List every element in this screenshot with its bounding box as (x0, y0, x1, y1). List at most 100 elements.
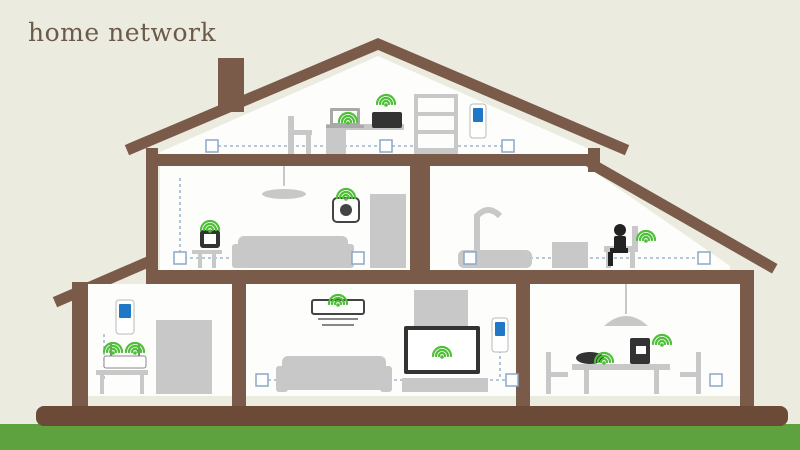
wifi-arc (638, 232, 654, 242)
wall-outlet-icon (697, 251, 711, 265)
wifi-arc (105, 344, 121, 354)
sofa (238, 236, 348, 268)
living-room-bottom (276, 290, 488, 392)
walls (72, 148, 754, 406)
wifi-arc (330, 296, 346, 306)
room-bottom-left-furniture (96, 320, 212, 394)
wifi-arc (102, 341, 124, 354)
kitchen-bottom-right (546, 284, 701, 394)
wifi-dot (133, 351, 137, 355)
wifi-arc (130, 347, 140, 354)
wifi-arc (378, 96, 394, 106)
wifi-dot (346, 121, 350, 125)
wall-outlet-icon (379, 139, 393, 153)
smart-speaker-icon (332, 197, 360, 223)
grass (0, 424, 800, 450)
wifi-icon (593, 351, 615, 365)
wifi-dot (644, 239, 648, 243)
ground-strip (36, 406, 788, 426)
wifi-icon (327, 293, 349, 307)
wifi-icon (375, 93, 397, 107)
page-title: home network (28, 18, 217, 47)
wifi-icon (431, 345, 453, 359)
wifi-dot (111, 351, 115, 355)
wifi-dot (384, 103, 388, 107)
wifi-arc (327, 293, 349, 306)
wall-outlet-icon (709, 373, 723, 387)
wifi-icon (651, 333, 673, 347)
wifi-arc (338, 190, 354, 200)
wall-outlets (173, 139, 723, 387)
room-top-right (430, 166, 730, 270)
wall-outlet-icon (255, 373, 269, 387)
wifi-icon (124, 341, 146, 355)
picture-frame (414, 290, 468, 326)
ceiling-fan (262, 189, 306, 199)
wifi-dot (660, 343, 664, 347)
wifi-arc (199, 219, 221, 232)
cabinet-tall (156, 320, 212, 394)
wifi-dot (208, 229, 212, 233)
cabinet (552, 242, 588, 268)
wifi-arc (108, 347, 118, 354)
tablet-user-icon (608, 224, 628, 266)
wifi-arc (202, 222, 218, 232)
wifi-arc (381, 99, 391, 106)
wall-outlet-icon (463, 251, 477, 265)
table (96, 370, 148, 375)
tv-stand (402, 378, 488, 392)
wifi-icon (635, 229, 657, 243)
ceiling-lamp-cord (283, 166, 285, 186)
printer-icon (372, 106, 402, 128)
wifi-dot (344, 197, 348, 201)
coffee-machine-icon (630, 338, 650, 364)
wifi-signals (102, 93, 673, 365)
wifi-arc (431, 345, 453, 358)
wifi-arc (375, 93, 397, 106)
wifi-arc (654, 336, 670, 346)
wifi-arc (434, 348, 450, 358)
wifi-arc (657, 339, 667, 346)
wifi-arc (124, 341, 146, 354)
dining-table (572, 364, 670, 370)
wifi-arc (596, 354, 612, 364)
side-table (192, 250, 222, 254)
wifi-dot (336, 303, 340, 307)
wall-outlet-icon (173, 251, 187, 265)
wifi-arc (341, 193, 351, 200)
wifi-arc (340, 114, 356, 124)
wifi-arc (641, 235, 651, 242)
powerline-adapter-icon (491, 317, 509, 353)
wifi-arc (599, 357, 609, 364)
wifi-arc (593, 351, 615, 364)
wifi-icon (199, 219, 221, 233)
wifi-arc (333, 299, 343, 306)
pendant-cord (625, 284, 627, 314)
wifi-arc (651, 333, 673, 346)
powerline-adapter-icon (469, 103, 487, 139)
wifi-icon (102, 341, 124, 355)
wifi-dot (440, 355, 444, 359)
wifi-icon (335, 187, 357, 201)
wifi-arc (635, 229, 657, 242)
desk (326, 124, 404, 130)
wifi-arc (337, 111, 359, 124)
wifi-arc (127, 344, 143, 354)
refrigerator (370, 194, 406, 268)
wifi-arc (205, 225, 215, 232)
wifi-arc (343, 117, 353, 124)
wall-outlet-icon (205, 139, 219, 153)
wall-outlet-icon (501, 139, 515, 153)
wifi-arc (335, 187, 357, 200)
living-room-top (192, 166, 406, 268)
wall-outlet-icon (351, 251, 365, 265)
wifi-dot (602, 361, 606, 365)
wall-outlet-icon (505, 373, 519, 387)
thermostat-icon (200, 230, 220, 248)
powerline-adapter-icon (115, 299, 135, 335)
sofa-bottom (282, 356, 386, 390)
wifi-icon (337, 111, 359, 125)
wifi-arc (437, 351, 447, 358)
